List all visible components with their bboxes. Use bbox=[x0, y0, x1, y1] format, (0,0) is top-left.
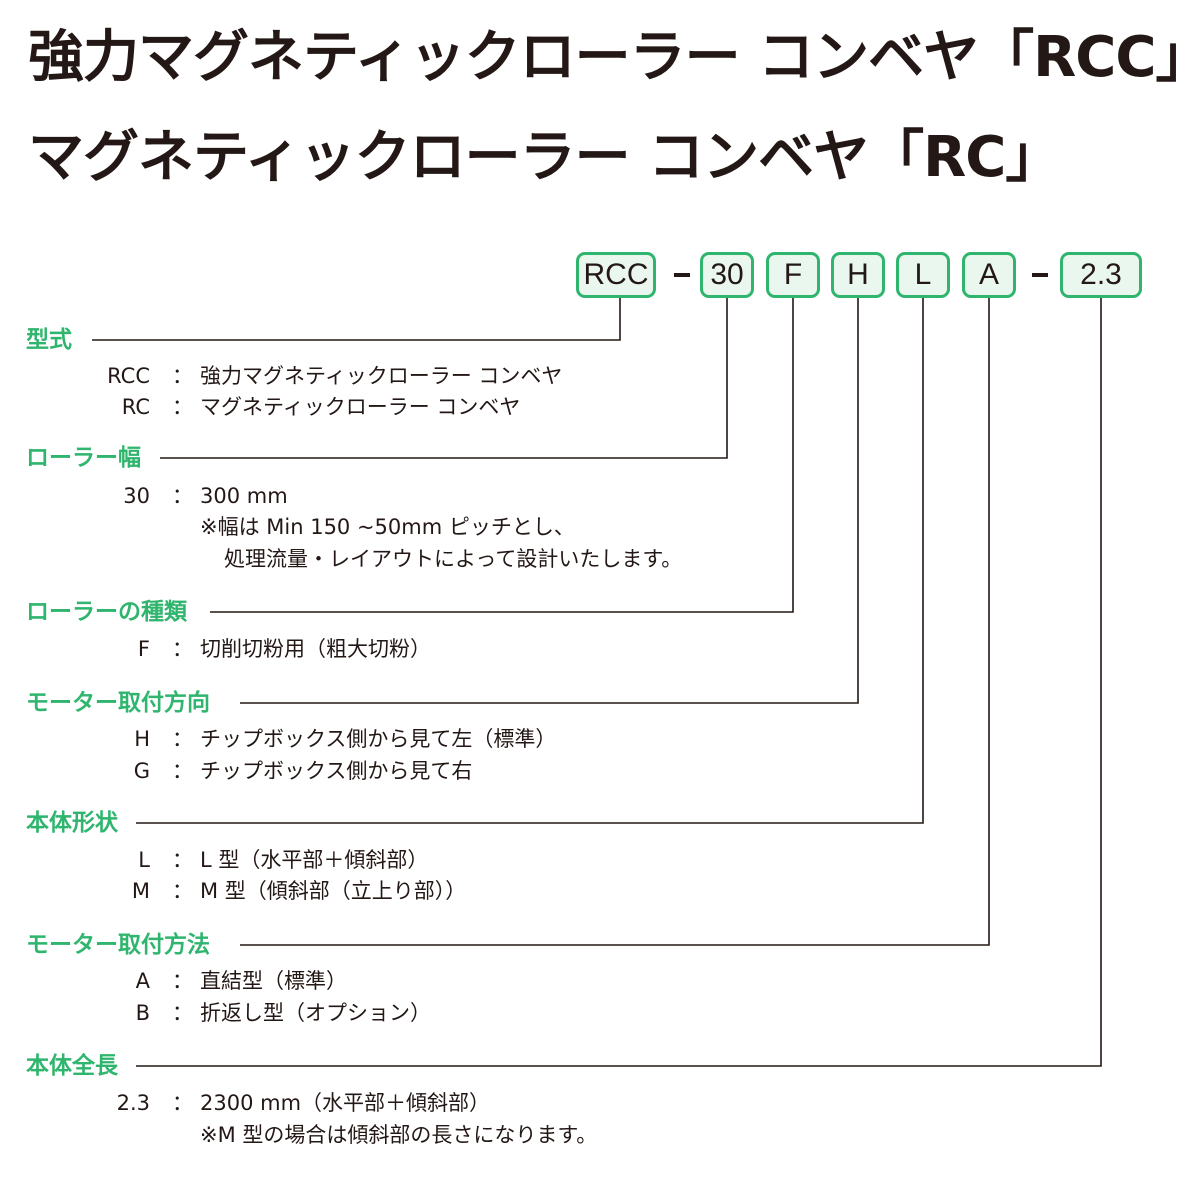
entry-colon: ： bbox=[172, 484, 193, 508]
code-dash bbox=[1032, 273, 1048, 277]
entry-code: B bbox=[135, 1001, 150, 1025]
entry-colon: ： bbox=[172, 1091, 193, 1115]
entry-description: チップボックス側から見て右 bbox=[200, 759, 473, 783]
entry-colon: ： bbox=[172, 727, 193, 751]
entry-description: マグネティックローラー コンベヤ bbox=[200, 395, 521, 419]
entry-description: 切削切粉用（粗大切粉） bbox=[200, 637, 431, 661]
entry-colon: ： bbox=[172, 364, 193, 388]
entry-colon: ： bbox=[172, 395, 193, 419]
section-heading-roller-type: ローラーの種類 bbox=[26, 597, 193, 627]
title-line-1: 強力マグネティックローラー コンベヤ「RCC」 bbox=[28, 25, 1200, 90]
code-dash bbox=[674, 273, 690, 277]
entry-colon: ： bbox=[172, 1001, 193, 1025]
entry-description: L 型（水平部＋傾斜部） bbox=[200, 848, 429, 872]
code-box-roller-type: F bbox=[766, 252, 820, 298]
entry-colon: ： bbox=[172, 637, 193, 661]
section-heading-body-shape: 本体形状 bbox=[26, 808, 124, 838]
entry-code: F bbox=[137, 637, 150, 661]
entry-code: M bbox=[131, 879, 150, 903]
title-line-2: マグネティックローラー コンベヤ「RC」 bbox=[28, 125, 1061, 190]
entry-code: RCC bbox=[107, 364, 150, 388]
section-heading-motor-method: モーター取付方法 bbox=[26, 930, 216, 960]
note-roller-width-2: 処理流量・レイアウトによって設計いたします。 bbox=[224, 547, 683, 571]
entry-description: チップボックス側から見て左（標準） bbox=[200, 727, 557, 751]
section-heading-roller-width: ローラー幅 bbox=[26, 443, 147, 473]
entry-code: 2.3 bbox=[116, 1091, 150, 1115]
entry-colon: ： bbox=[172, 759, 193, 783]
code-box-total-length: 2.3 bbox=[1060, 252, 1142, 298]
entry-description: 強力マグネティックローラー コンベヤ bbox=[200, 364, 563, 388]
section-heading-motor-direction: モーター取付方向 bbox=[26, 688, 216, 718]
entry-colon: ： bbox=[172, 879, 193, 903]
code-box-motor-method: A bbox=[962, 252, 1016, 298]
note-roller-width-1: ※幅は Min 150 ~50mm ピッチとし、 bbox=[200, 515, 575, 539]
entry-description: M 型（傾斜部（立上り部）） bbox=[200, 879, 467, 903]
entry-code: 30 bbox=[123, 484, 150, 508]
entry-colon: ： bbox=[172, 969, 193, 993]
entry-code: RC bbox=[121, 395, 150, 419]
entry-description: 直結型（標準） bbox=[200, 969, 347, 993]
entry-description: 300 mm bbox=[200, 484, 288, 508]
code-box-model: RCC bbox=[576, 252, 656, 298]
connector-model bbox=[92, 298, 621, 341]
entry-description: 折返し型（オプション） bbox=[200, 1001, 431, 1025]
entry-code: L bbox=[138, 848, 150, 872]
code-box-roller-width: 30 bbox=[700, 252, 754, 298]
entry-code: G bbox=[133, 759, 150, 783]
entry-code: H bbox=[134, 727, 150, 751]
code-box-motor-direction: H bbox=[831, 252, 885, 298]
entry-code: A bbox=[135, 969, 150, 993]
entry-colon: ： bbox=[172, 848, 193, 872]
entry-description: 2300 mm（水平部＋傾斜部） bbox=[200, 1091, 491, 1115]
section-heading-total-length: 本体全長 bbox=[26, 1051, 124, 1081]
note-total-length: ※M 型の場合は傾斜部の長さになります。 bbox=[200, 1123, 598, 1147]
section-heading-model: 型式 bbox=[26, 325, 78, 355]
code-box-body-shape: L bbox=[896, 252, 950, 298]
